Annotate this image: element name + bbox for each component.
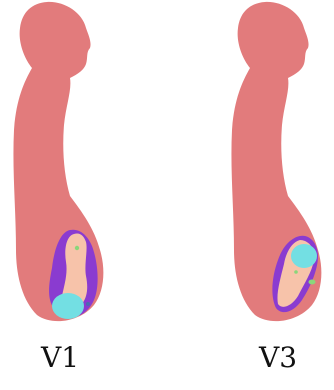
segmentation-figure-v1	[2, 0, 118, 330]
fetal-feature-blue	[86, 302, 90, 306]
fetal-feature-green	[75, 246, 79, 250]
fetal-head-region	[52, 293, 84, 319]
fetal-feature-green	[309, 280, 316, 285]
caption-v1: V1	[2, 338, 118, 378]
fetal-head-region	[291, 244, 317, 268]
segmentation-figure-v3	[220, 0, 334, 330]
panel-v3: V3	[220, 0, 334, 390]
fetal-feature-green-small	[294, 270, 298, 274]
panel-v1: V1	[2, 0, 118, 390]
caption-v3: V3	[220, 338, 334, 378]
